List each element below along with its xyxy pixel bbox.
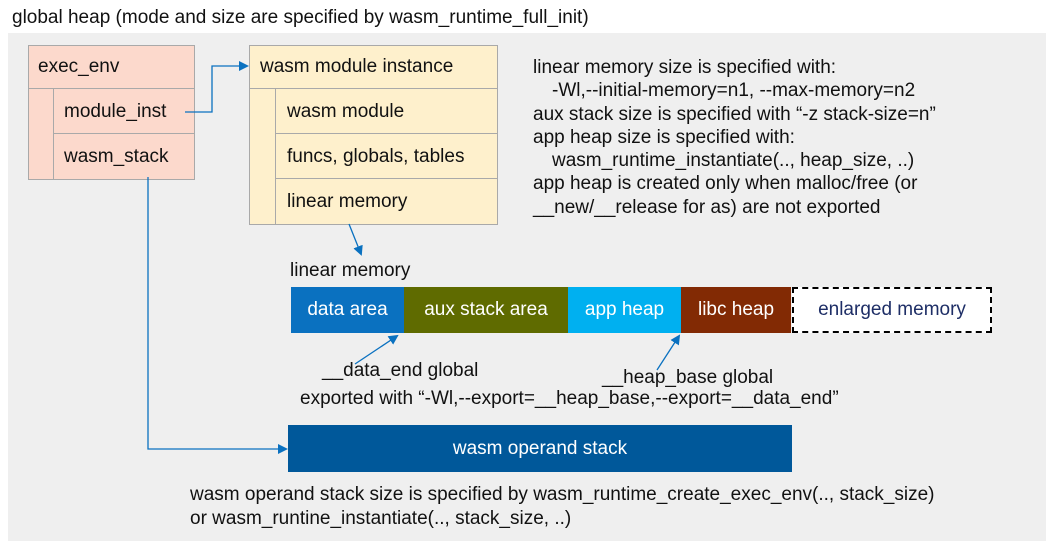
segment-aux-stack-area: aux stack area [404, 287, 568, 333]
note-line: app heap is created only when malloc/fre… [533, 173, 918, 195]
stack-note-line: wasm operand stack size is specified by … [190, 484, 935, 505]
module-instance-wasm-module: wasm module [275, 89, 498, 134]
segment-data-area: data area [291, 287, 404, 333]
module-instance-linear-memory: linear memory [275, 179, 498, 224]
module-instance-funcs: funcs, globals, tables [275, 134, 498, 179]
data-end-label: __data_end global [322, 360, 479, 381]
note-line: wasm_runtime_instantiate(.., heap_size, … [552, 150, 915, 172]
arrow-data-end [354, 334, 399, 365]
module-instance-header: wasm module instance [249, 45, 498, 89]
module-instance-box [249, 45, 498, 225]
segment-libc-heap: libc heap [681, 287, 791, 333]
operand-stack-note: wasm operand stack size is specified by … [190, 483, 935, 531]
exported-note: exported with “-Wl,--export=__heap_base,… [300, 388, 839, 409]
exec-env-header: exec_env [28, 45, 195, 89]
exec-env-wasm-stack: wasm_stack [53, 134, 195, 179]
note-line: aux stack size is specified with “-z sta… [533, 103, 936, 125]
note-line: __new/__release for as) are not exported [533, 196, 881, 218]
arrow-module-inst-to-instance [185, 61, 249, 113]
exec-env-box [28, 45, 195, 180]
arrow-heap-base [656, 334, 681, 371]
arrow-linear-memory-to-layout [348, 223, 363, 256]
exec-env-module-inst: module_inst [53, 89, 195, 134]
note-line: -Wl,--initial-memory=n1, --max-memory=n2 [552, 80, 916, 102]
segment-enlarged-memory: enlarged memory [792, 287, 992, 333]
arrow-wasm-stack-to-operand-stack [147, 177, 288, 454]
linear-memory-label: linear memory [290, 260, 411, 281]
stack-note-line: or wasm_runtine_instantiate(.., stack_si… [190, 508, 572, 529]
diagram-title: global heap (mode and size are specified… [12, 7, 589, 28]
heap-base-label: __heap_base global [602, 367, 774, 388]
size-notes: linear memory size is specified with: -W… [533, 56, 1038, 219]
note-line: app heap size is specified with: [533, 126, 795, 148]
note-line: linear memory size is specified with: [533, 57, 837, 78]
wasm-operand-stack: wasm operand stack [288, 425, 792, 472]
segment-app-heap: app heap [568, 287, 681, 333]
